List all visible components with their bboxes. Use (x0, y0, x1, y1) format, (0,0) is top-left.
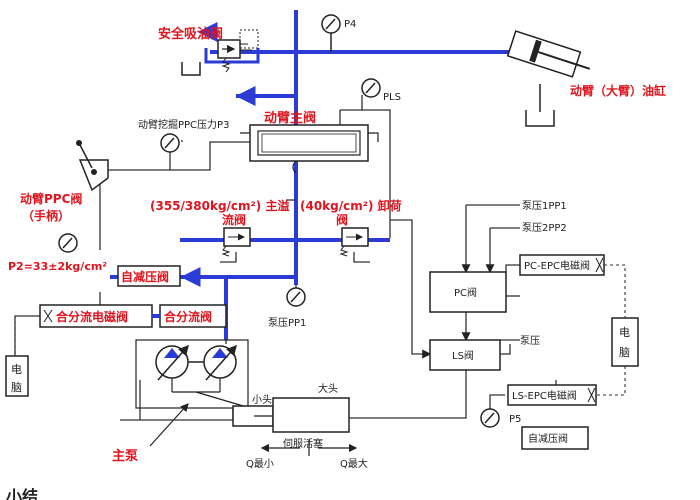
label-ls-epc-solenoid: LS-EPC电磁阀 (512, 389, 577, 402)
label-self-reducing-valve-left: 自减压阀 (121, 269, 169, 284)
label-bottom-clip: 小结 (6, 487, 38, 500)
main-pressure-arrows (180, 22, 256, 287)
label-main-relief-tail: 流阀 (222, 212, 246, 227)
pp1-gauge (286, 287, 306, 307)
label-pc-valve: PC阀 (454, 286, 477, 299)
label-pump-pressure-pp1: 泵压PP1 (268, 317, 306, 329)
p2-gauge (58, 233, 78, 253)
label-boom-cylinder: 动臂（大臂）油缸 (570, 83, 666, 98)
label-q-min: Q最小 (246, 458, 274, 470)
label-pump-pressure-2: 泵压2PP2 (522, 222, 567, 234)
self-reducing-valve-right-box (521, 426, 589, 450)
label-boom-ppc-pressure: 动臂挖掘PPC压力P3 (138, 118, 229, 131)
label-ls-valve: LS阀 (452, 349, 474, 362)
suction-valve-loop (204, 48, 260, 64)
label-small-end: 小头 (252, 394, 272, 406)
label-safety-suction-valve: 安全吸油阀 (158, 26, 223, 42)
label-merge-divide-valve: 合分流阀 (164, 309, 212, 324)
servo-piston (232, 397, 358, 456)
label-merge-divide-solenoid: 合分流电磁阀 (56, 309, 128, 324)
tank-symbol-right (525, 84, 555, 127)
tank-symbol-left (181, 62, 201, 76)
boom-cylinder (506, 30, 591, 78)
unload-valve (339, 227, 369, 257)
label-main-pump: 主泵 (112, 448, 138, 464)
label-computer-left-2: 脑 (11, 381, 22, 394)
self-reducing-valve-left-box (117, 265, 181, 287)
p5-gauge (480, 408, 500, 428)
label-boom-ppc-valve-2: （手柄） (22, 208, 70, 223)
computer-right-box (611, 317, 639, 367)
ls-epc-solenoid-box (507, 384, 597, 406)
p3-gauge (160, 133, 180, 170)
label-boom-ppc-valve-1: 动臂PPC阀 (20, 191, 82, 206)
label-relief-spec-1: (355/380kg/cm²) 主溢 (150, 198, 289, 213)
boom-ppc-valve (76, 140, 109, 192)
label-pump-pressure: 泵压 (520, 335, 540, 347)
label-boom-main-valve: 动臂主阀 (264, 110, 316, 126)
label-q-max: Q最大 (340, 457, 368, 470)
pc-valve-box (429, 271, 507, 313)
label-pls: PLS (383, 92, 401, 103)
boom-main-valve (240, 110, 379, 174)
pc-epc-solenoid-box (519, 254, 605, 276)
label-computer-right-2: 脑 (619, 346, 630, 359)
label-computer-left-1: 电 (11, 363, 22, 376)
computer-left-box (5, 355, 29, 397)
main-pump-pointer (149, 403, 189, 447)
safety-suction-valve (217, 29, 259, 73)
main-relief-valve (221, 227, 251, 257)
main-pump-assembly (135, 339, 251, 409)
label-p2-spec: P2=33±2kg/cm² (8, 260, 107, 273)
label-p5: P5 (509, 414, 521, 425)
label-big-end: 大头 (318, 382, 338, 395)
label-servo-piston: 伺服活塞 (283, 437, 323, 450)
p4-gauge (321, 14, 341, 52)
label-unload-tail: 阀 (336, 213, 348, 227)
pls-gauge (361, 78, 381, 98)
label-pump-pressure-1: 泵压1PP1 (522, 200, 567, 212)
label-relief-spec-2: (40kg/cm²) 卸荷 (300, 198, 402, 213)
label-p4: P4 (344, 19, 356, 30)
label-self-reducing-valve-right: 自减压阀 (528, 432, 568, 445)
label-computer-right-1: 电 (619, 326, 630, 339)
electric-signal-lines (14, 264, 626, 396)
label-pc-epc-solenoid: PC-EPC电磁阀 (524, 259, 590, 272)
ls-valve-box (429, 339, 501, 371)
